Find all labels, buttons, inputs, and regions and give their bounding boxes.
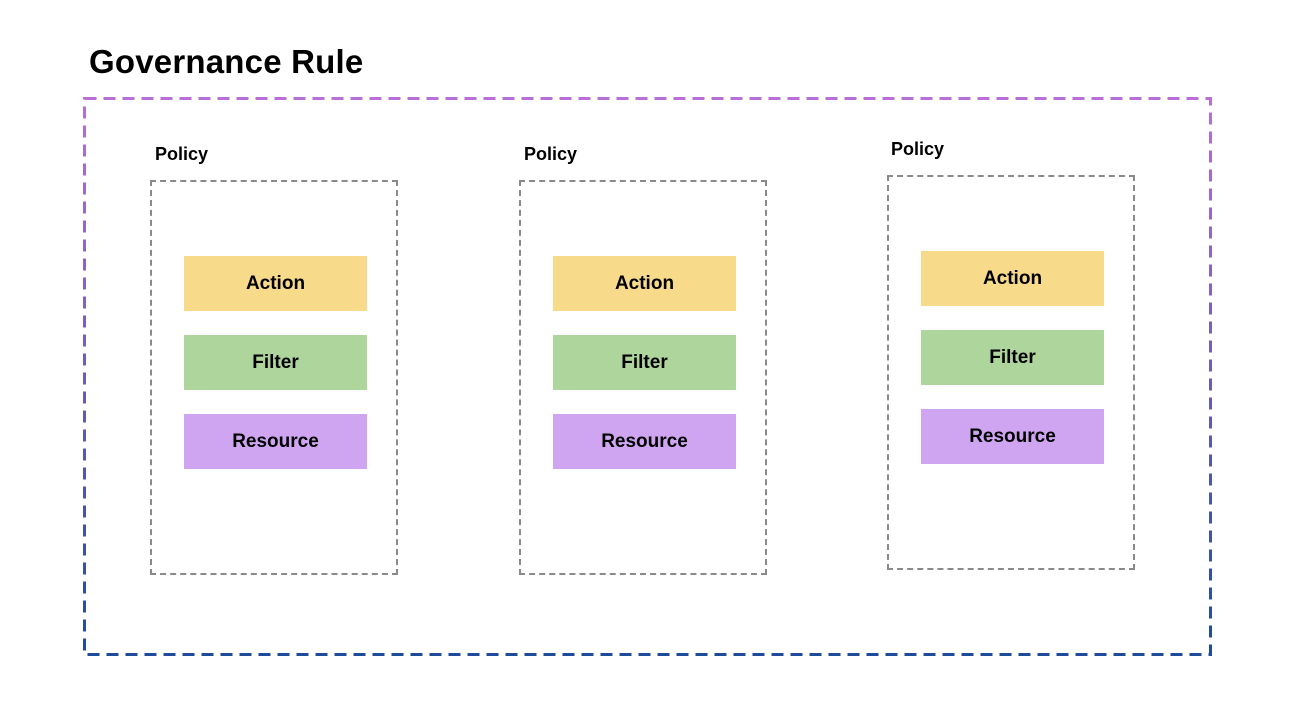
resource-block: Resource (184, 414, 367, 469)
action-block: Action (921, 251, 1104, 306)
diagram-title: Governance Rule (89, 43, 364, 80)
filter-block: Filter (921, 330, 1104, 385)
policy-box: Action Filter Resource (519, 180, 767, 575)
policy-label: Policy (155, 144, 209, 164)
filter-block: Filter (184, 335, 367, 390)
resource-block: Resource (553, 414, 736, 469)
policy-box: Action Filter Resource (150, 180, 398, 575)
action-block: Action (553, 256, 736, 311)
policy-label: Policy (524, 144, 578, 164)
action-block: Action (184, 256, 367, 311)
governance-rule-frame (83, 97, 1212, 656)
governance-rule-frame-border (83, 97, 1212, 656)
filter-block: Filter (553, 335, 736, 390)
policy-label: Policy (891, 139, 945, 159)
resource-block: Resource (921, 409, 1104, 464)
policy-box: Action Filter Resource (887, 175, 1135, 570)
